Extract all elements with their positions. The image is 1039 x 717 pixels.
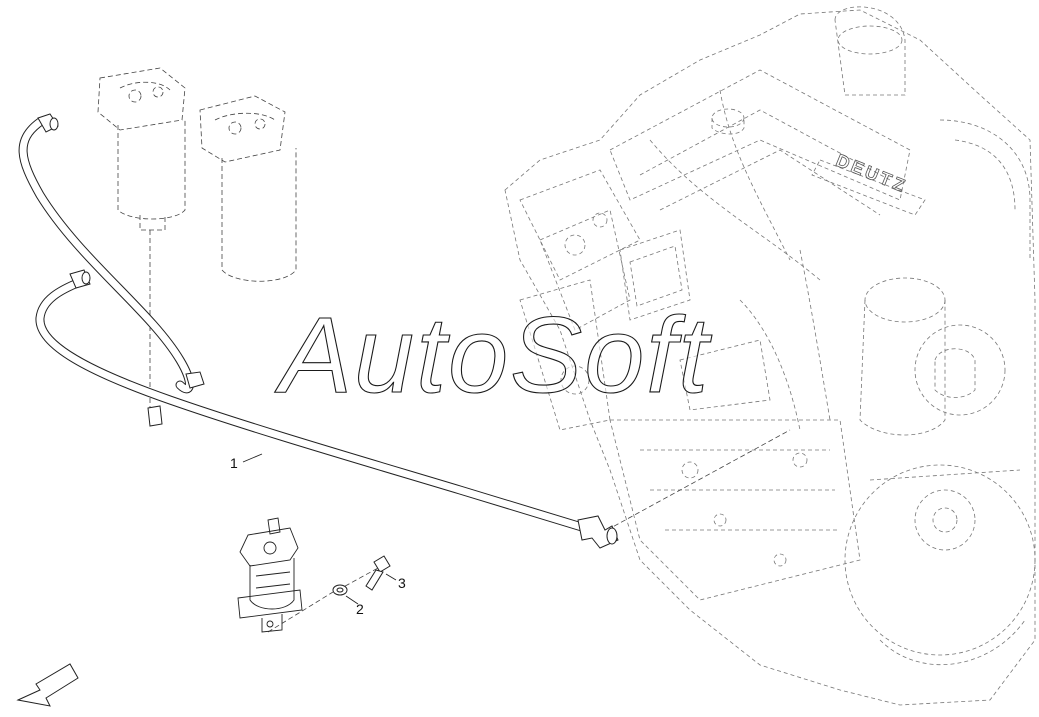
leader-line-2 <box>345 595 359 605</box>
direction-arrow-icon <box>16 663 79 707</box>
callout-2: 2 <box>356 601 364 617</box>
fuel-hose-1 <box>35 269 619 549</box>
fuel-pump <box>237 517 303 633</box>
bolt-3 <box>365 555 391 591</box>
leader-line-1 <box>242 453 263 463</box>
engine-brand-text: DEUTZ <box>833 150 910 197</box>
callout-1: 1 <box>230 455 238 471</box>
fuel-hose-upper <box>18 113 205 394</box>
fuel-filter-right <box>199 95 297 282</box>
leader-line-3 <box>385 573 397 581</box>
hose-clip <box>147 405 163 427</box>
callout-3: 3 <box>398 575 406 591</box>
watermark: AutoSoft <box>274 294 712 415</box>
locator-line-engine <box>606 429 791 531</box>
fuel-filter-left <box>97 67 186 231</box>
washer-2 <box>332 584 348 596</box>
locator-line-washer <box>267 591 334 633</box>
